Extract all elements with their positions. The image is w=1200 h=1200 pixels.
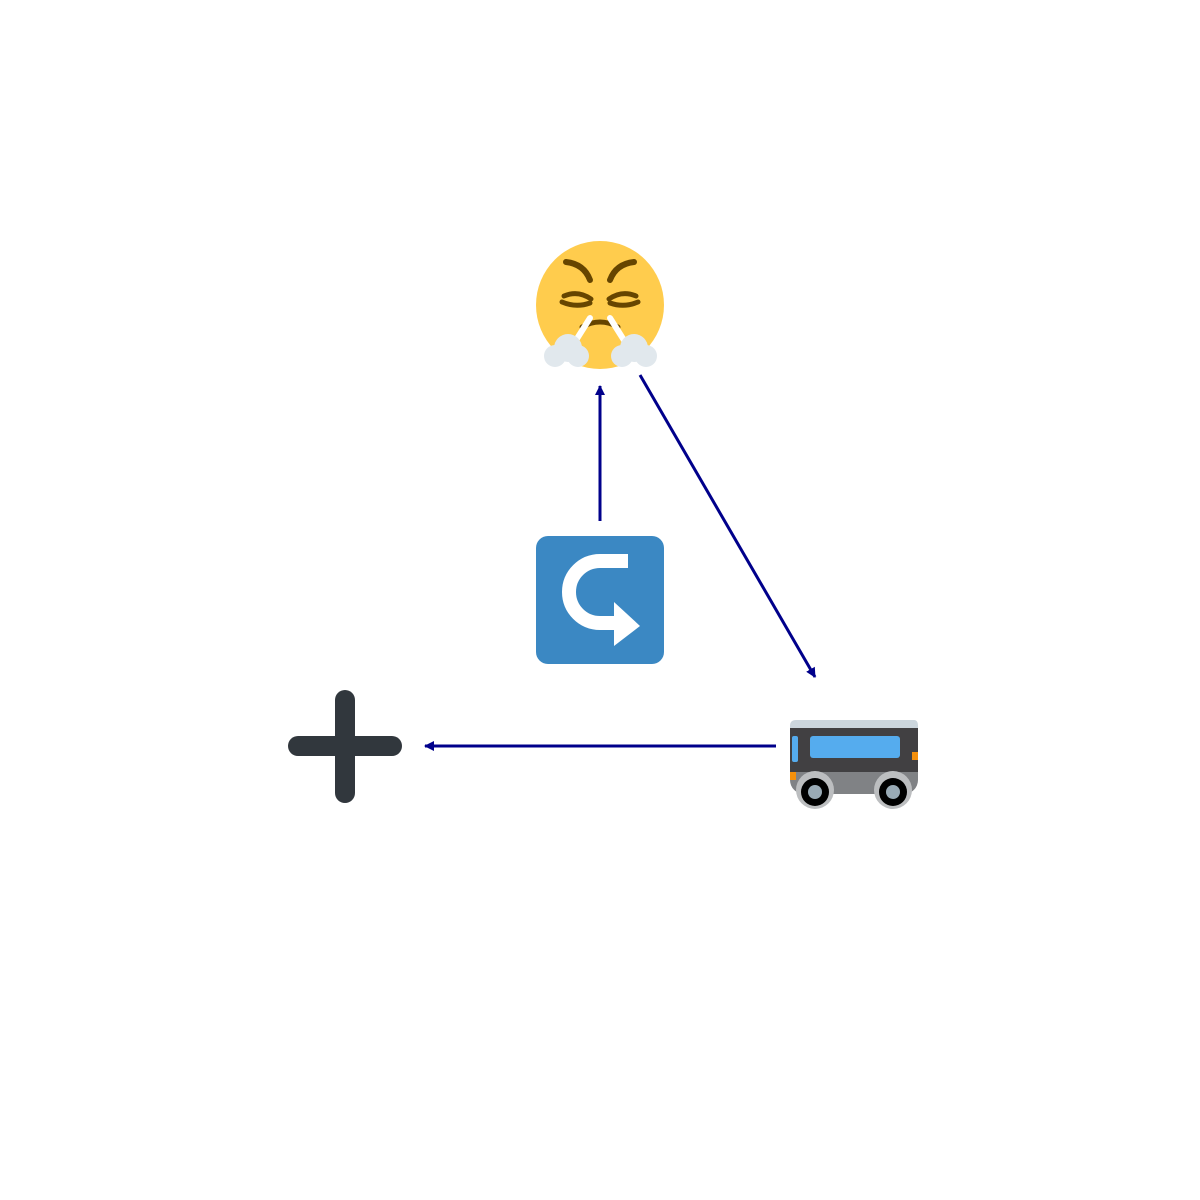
edge-face-to-bus	[638, 374, 817, 678]
plus-sign-icon	[288, 690, 402, 803]
face-with-steam-from-nose-icon	[536, 241, 664, 369]
bus-icon	[790, 720, 918, 809]
edges	[424, 374, 817, 751]
right-arrow-curving-left-icon	[536, 536, 664, 664]
